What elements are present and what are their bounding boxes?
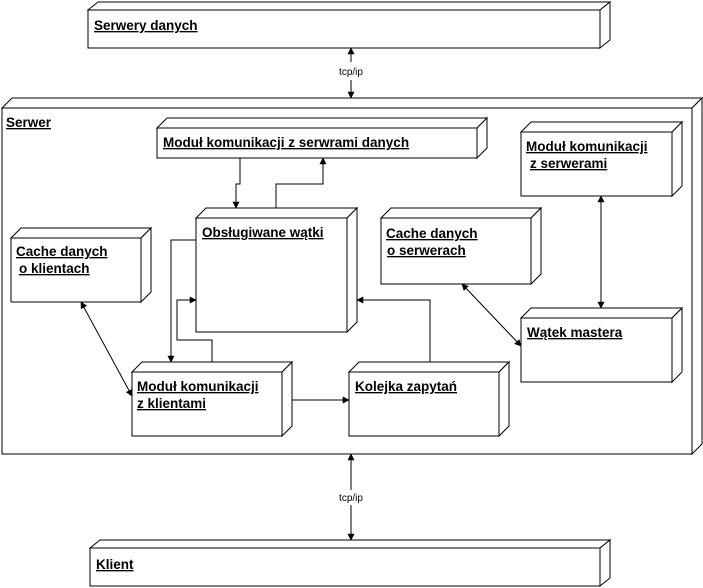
node-modul-komunikacji-klienci-label-2: z klientami <box>137 396 206 411</box>
node-serwery-danych: Serwery danych <box>86 0 612 50</box>
edge-label-bg <box>334 490 368 504</box>
node-klient: Klient <box>88 538 612 588</box>
node-watek-mastera: Wątek mastera <box>519 306 684 384</box>
node-kolejka-zapytan-label: Kolejka zapytań <box>355 379 457 394</box>
node-obslugiwane-watki-label: Obsługiwane wątki <box>202 225 324 240</box>
edge-label-tcp-bottom: tcp/ip <box>339 493 363 504</box>
node-cache-klienci: Cache danych o klientach <box>9 226 153 304</box>
edge-label-bg <box>334 64 368 78</box>
node-modul-komunikacji-dane-label: Moduł komunikacji z serwrami danych <box>163 135 409 150</box>
node-modul-komunikacji-klienci: Moduł komunikacji z klientami <box>130 360 294 438</box>
node-cache-serwery: Cache danych o serwerach <box>379 206 543 286</box>
node-obslugiwane-watki: Obsługiwane wątki <box>194 206 359 334</box>
node-kolejka-zapytan: Kolejka zapytań <box>347 360 511 438</box>
edge-kolejka-to-watki <box>356 296 431 362</box>
node-modul-komunikacji-serwery: Moduł komunikacji z serwerami <box>519 120 684 198</box>
node-cache-serwery-label-2: o serwerach <box>387 243 466 258</box>
node-modul-komunikacji-serwery-label-1: Moduł komunikacji <box>526 139 648 154</box>
node-klient-label: Klient <box>96 557 134 572</box>
node-modul-komunikacji-klienci-label-1: Moduł komunikacji <box>137 379 259 394</box>
edge-modul-klienci-to-watki <box>176 296 213 362</box>
edge-watki-to-modul-dane <box>275 157 327 208</box>
node-modul-komunikacji-serwery-label-2: z serwerami <box>530 156 607 171</box>
node-modul-komunikacji-dane: Moduł komunikacji z serwrami danych <box>155 116 489 160</box>
node-serwer-label: Serwer <box>6 115 52 130</box>
edge-label-tcp-top: tcp/ip <box>339 67 363 78</box>
node-cache-serwery-label-1: Cache danych <box>386 226 478 241</box>
edge-modul-dane-to-watki <box>232 158 241 209</box>
node-watek-mastera-label: Wątek mastera <box>527 325 623 340</box>
edge-cache-klienci-modul-klienci <box>80 301 133 397</box>
node-cache-klienci-label-2: o klientach <box>19 261 90 276</box>
edge-watki-to-modul-klienci <box>167 239 196 363</box>
node-cache-klienci-label-1: Cache danych <box>16 244 108 259</box>
edge-cache-serwery-watek-mastera <box>461 283 522 347</box>
node-serwery-danych-label: Serwery danych <box>94 18 198 33</box>
